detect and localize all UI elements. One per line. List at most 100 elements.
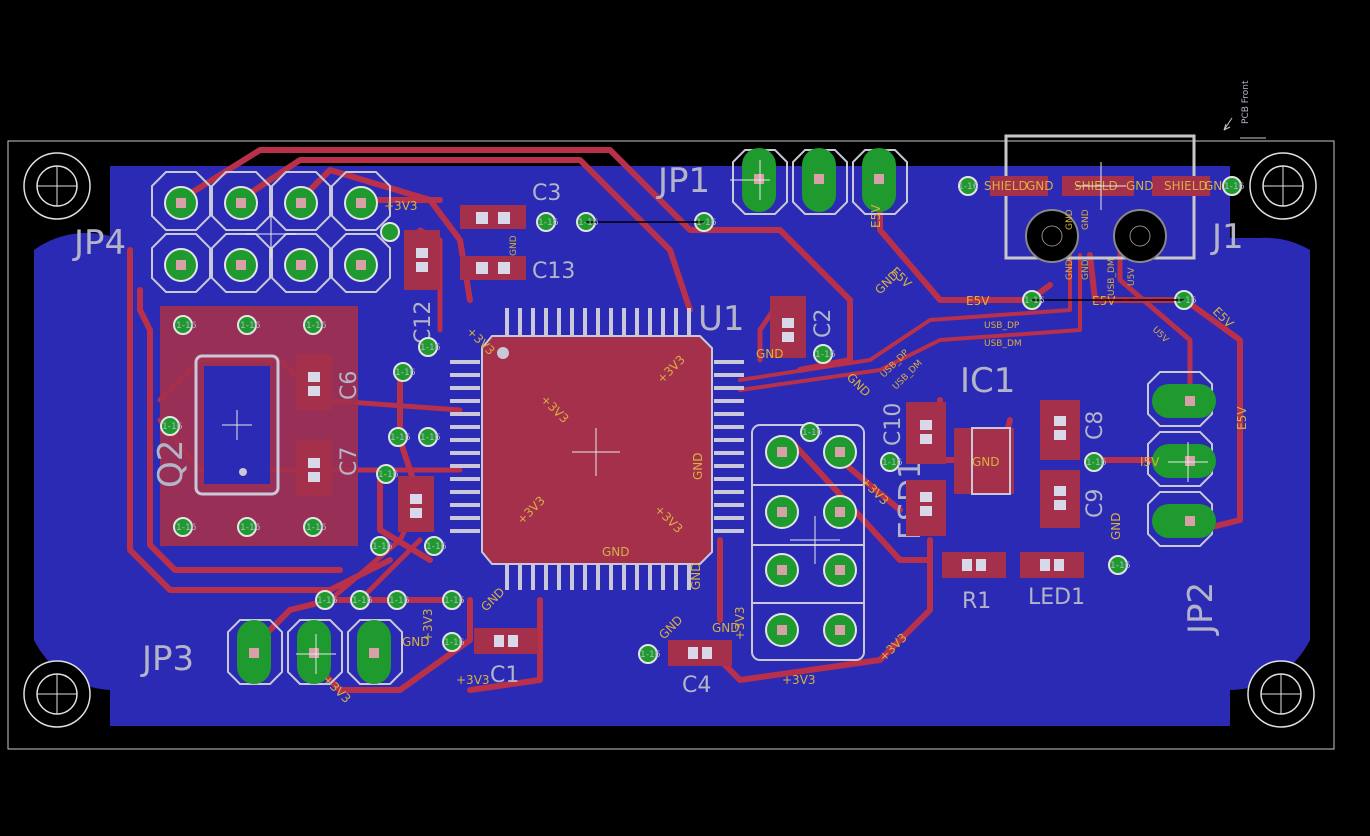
- svg-text:GND: GND: [1109, 512, 1123, 540]
- c10-label: C10: [881, 403, 906, 446]
- svg-text:1-16: 1-16: [802, 428, 823, 438]
- smd-components[interactable]: [296, 205, 1084, 666]
- svg-text:1-16: 1-16: [696, 218, 717, 228]
- mounting-hole-tr: [1249, 152, 1317, 220]
- origin-marks: [246, 160, 1208, 674]
- svg-text:1-16: 1-16: [390, 433, 411, 443]
- c6-label: C6: [337, 371, 362, 400]
- svg-text:GND: GND: [509, 235, 519, 256]
- svg-text:+3V3: +3V3: [421, 608, 435, 642]
- svg-text:1-16: 1-16: [444, 596, 465, 606]
- svg-text:USB_DM: USB_DM: [1107, 258, 1117, 296]
- svg-text:GND: GND: [691, 452, 705, 480]
- svg-text:E5V: E5V: [869, 204, 883, 228]
- svg-text:1-16: 1-16: [240, 523, 261, 533]
- svg-text:1-16: 1-16: [578, 218, 599, 228]
- svg-text:GND: GND: [972, 455, 1000, 469]
- svg-text:GND: GND: [402, 635, 430, 649]
- svg-text:1-16: 1-16: [317, 596, 338, 606]
- svg-text:1-16: 1-16: [176, 321, 197, 331]
- j1-label: J1: [1210, 217, 1244, 257]
- pcb-front-label: PCB Front: [1241, 80, 1251, 124]
- svg-text:GND: GND: [1126, 179, 1154, 193]
- svg-text:E5V: E5V: [1235, 406, 1249, 430]
- u1-label: U1: [698, 299, 745, 339]
- svg-text:1-16: 1-16: [815, 350, 836, 360]
- led1-label: LED1: [1028, 585, 1085, 610]
- svg-text:1-16: 1-16: [640, 650, 661, 660]
- svg-text:1-16: 1-16: [1024, 296, 1045, 306]
- svg-text:U5V: U5V: [1127, 267, 1137, 286]
- ic1-label: IC1: [960, 361, 1015, 401]
- svg-text:E5V: E5V: [966, 294, 990, 308]
- svg-text:1-16: 1-16: [444, 638, 465, 648]
- jp1-header[interactable]: [732, 148, 908, 215]
- svg-text:GND: GND: [689, 562, 703, 590]
- svg-text:+3V3: +3V3: [384, 199, 418, 213]
- svg-text:1-16: 1-16: [1176, 296, 1197, 306]
- svg-text:E5V: E5V: [1092, 294, 1116, 308]
- c4-label: C4: [682, 673, 711, 698]
- svg-text:1-16: 1-16: [420, 343, 441, 353]
- svg-text:+3V3: +3V3: [733, 606, 747, 640]
- vias: [160, 176, 1242, 664]
- svg-text:1-16: 1-16: [426, 542, 447, 552]
- c8-label: C8: [1083, 411, 1108, 440]
- c7-label: C7: [337, 447, 362, 476]
- mounting-hole-bl: [23, 660, 91, 728]
- r1-label: R1: [962, 589, 991, 614]
- pcb-front-annotation: PCB Front: [1223, 80, 1266, 139]
- svg-text:GND: GND: [602, 545, 630, 559]
- jp1-label: JP1: [656, 161, 710, 201]
- svg-text:1-16: 1-16: [352, 596, 373, 606]
- svg-text:1-16: 1-16: [372, 542, 393, 552]
- svg-text:+3V3: +3V3: [782, 673, 816, 687]
- svg-text:1-16: 1-16: [306, 321, 327, 331]
- svg-text:1-16: 1-16: [1110, 561, 1131, 571]
- svg-text:+3V3: +3V3: [456, 673, 490, 687]
- svg-text:1-16: 1-16: [420, 433, 441, 443]
- esd-header[interactable]: [751, 424, 865, 661]
- c2-label: C2: [811, 309, 836, 338]
- jp2-label: JP2: [1181, 582, 1221, 636]
- u1-qfp[interactable]: [450, 308, 744, 590]
- svg-text:SHIELD: SHIELD: [1164, 179, 1208, 193]
- svg-text:USB_DM: USB_DM: [984, 339, 1022, 349]
- j1-usb-connector[interactable]: [990, 134, 1210, 263]
- via-labels: 1-16 1-16 1-16 1-16 1-16 1-16 1-16 1-16 …: [162, 182, 1245, 660]
- svg-text:I5V: I5V: [1140, 455, 1160, 469]
- ic1-regulator[interactable]: [954, 427, 1014, 495]
- c1-label: C1: [490, 663, 519, 688]
- svg-text:1-16: 1-16: [538, 218, 559, 228]
- board-outline: [7, 140, 1335, 750]
- q2-label: Q2: [151, 440, 191, 488]
- jp2-header[interactable]: [1147, 371, 1216, 547]
- jp4-header[interactable]: [151, 171, 391, 293]
- svg-text:GND: GND: [756, 347, 784, 361]
- svg-text:1-16: 1-16: [1086, 458, 1107, 468]
- svg-text:GND: GND: [712, 621, 740, 635]
- svg-text:1-16: 1-16: [306, 523, 327, 533]
- svg-text:GND: GND: [1081, 259, 1091, 280]
- c12-label: C12: [411, 301, 436, 344]
- mounting-hole-br: [1247, 660, 1315, 728]
- svg-text:1-16: 1-16: [176, 523, 197, 533]
- svg-text:GND: GND: [1065, 259, 1075, 280]
- q2-crystal[interactable]: [160, 306, 358, 546]
- jp3-header[interactable]: [227, 619, 403, 685]
- c9-label: C9: [1083, 489, 1108, 518]
- svg-text:1-16: 1-16: [162, 422, 183, 432]
- svg-text:GND: GND: [1065, 209, 1075, 230]
- svg-text:1-16: 1-16: [240, 321, 261, 331]
- svg-text:USB_DP: USB_DP: [984, 321, 1020, 331]
- c3-label: C3: [532, 181, 561, 206]
- jp4-label: JP4: [72, 223, 126, 263]
- svg-text:GND: GND: [1081, 209, 1091, 230]
- svg-text:1-16: 1-16: [389, 596, 410, 606]
- svg-text:1-16: 1-16: [378, 470, 399, 480]
- jp3-label: JP3: [140, 639, 194, 679]
- svg-text:GND: GND: [1026, 179, 1054, 193]
- svg-text:SHIELD: SHIELD: [984, 179, 1028, 193]
